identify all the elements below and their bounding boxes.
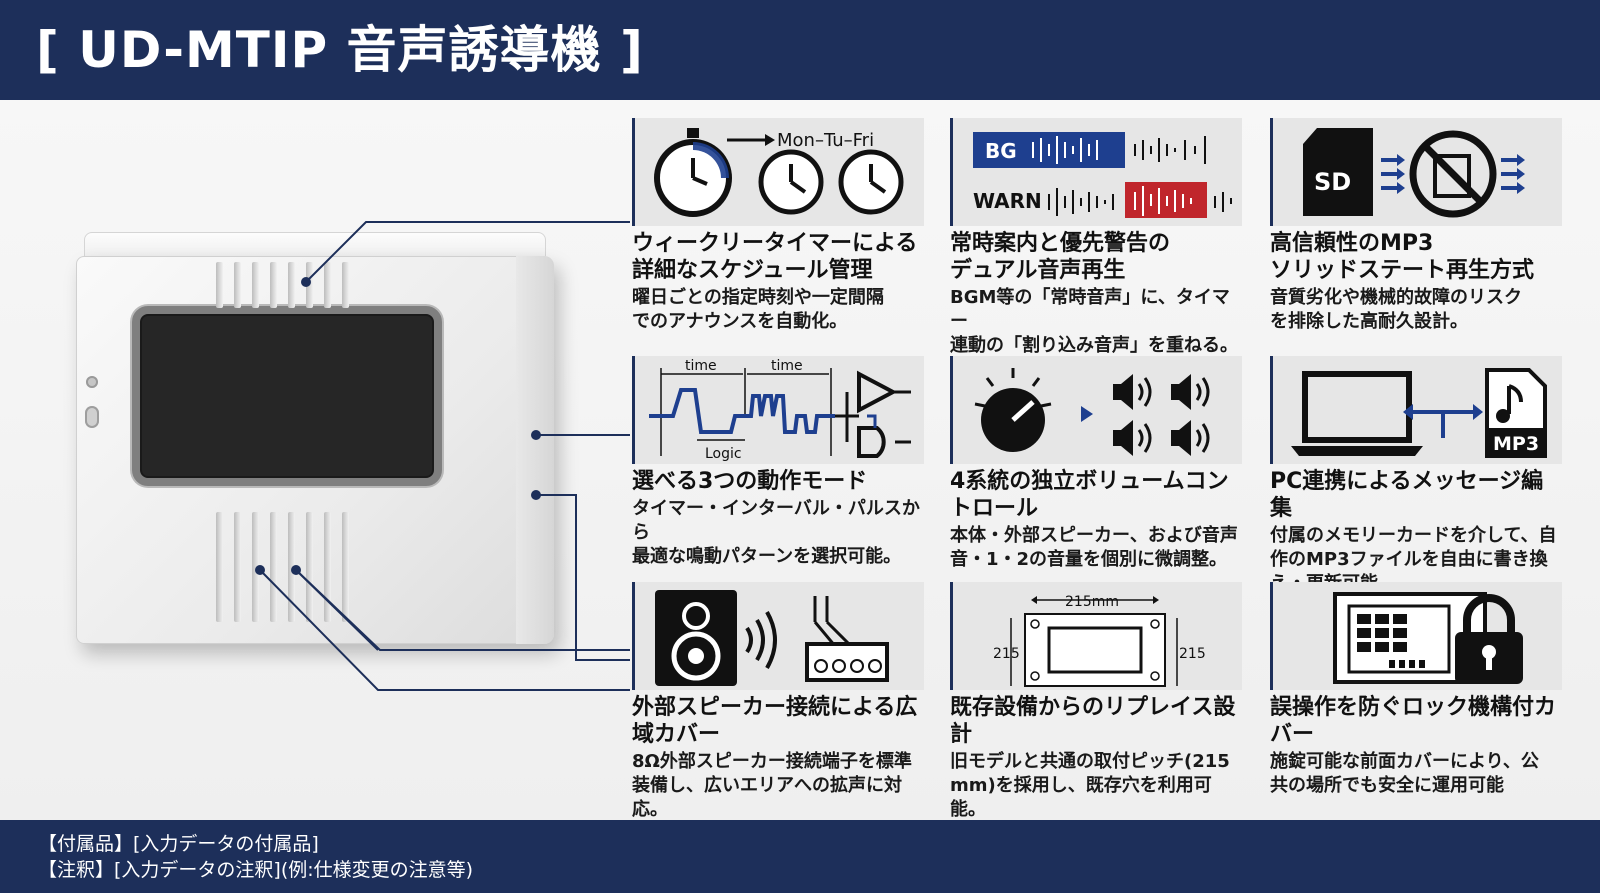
feature-title: 選べる3つの動作モード bbox=[632, 469, 868, 494]
device-front-panel bbox=[132, 306, 442, 486]
width-dimension: 215mm bbox=[1065, 594, 1119, 610]
logic-illustration: time time Logic bbox=[632, 356, 924, 464]
page-header: [ UD-MTIP 音声誘導機 ] bbox=[0, 0, 1600, 100]
days-label: Mon–Tu–Fri bbox=[777, 130, 874, 151]
accessories-note: 【付属品】[入力データの付属品] bbox=[38, 833, 319, 855]
feature-title: 誤操作を防ぐロック機構付カバー bbox=[1270, 695, 1557, 747]
sd-illustration: SD bbox=[1270, 118, 1562, 226]
left-dimension: 215 bbox=[993, 646, 1020, 662]
top-vent bbox=[216, 262, 223, 308]
speaker-illustration bbox=[632, 582, 924, 690]
warn-label: WARN bbox=[973, 189, 1042, 213]
feature-title: 既存設備からのリプレイス設計 bbox=[950, 695, 1236, 747]
feature-title: ウィークリータイマーによる 詳細なスケジュール管理 bbox=[632, 231, 918, 283]
feature-desc: 音質劣化や機械的故障のリスク を排除した高耐久設計。 bbox=[1270, 287, 1522, 332]
sd-label: SD bbox=[1314, 168, 1351, 196]
page-title: [ UD-MTIP 音声誘導機 ] bbox=[36, 21, 644, 79]
top-vent bbox=[270, 262, 277, 308]
feature-title: 常時案内と優先警告の デュアル音声再生 bbox=[950, 231, 1171, 283]
right-dimension: 215 bbox=[1179, 646, 1206, 662]
bg-label: BG bbox=[985, 139, 1017, 163]
speaker-vent bbox=[252, 512, 259, 622]
page-footer: 【付属品】[入力データの付属品] 【注釈】[入力データの注釈](例:仕様変更の注… bbox=[0, 820, 1600, 893]
feature-card-weekly-timer: Mon–Tu–Fri ウィークリータイマーによる 詳細なスケジュール管理 曜日ご… bbox=[632, 118, 924, 334]
speaker-cabinet-icon bbox=[655, 590, 889, 686]
logic-waveform-icon: time time Logic bbox=[649, 358, 911, 462]
pc-illustration: MP3 bbox=[1270, 356, 1562, 464]
top-vent bbox=[342, 262, 349, 308]
device-side bbox=[516, 256, 554, 644]
feature-card-operation-modes: time time Logic 選べる3つの動作モード タイマー・インターバル・… bbox=[632, 356, 924, 569]
speaker-icon bbox=[1113, 374, 1191, 456]
feature-title: PC連携によるメッセージ編集 bbox=[1270, 469, 1544, 521]
feature-card-external-speaker: 外部スピーカー接続による広域カバー 8Ω外部スピーカー接続端子を標準 装備し、広… bbox=[632, 582, 924, 822]
feature-card-lock-cover: 誤操作を防ぐロック機構付カバー 施錠可能な前面カバーにより、公 共の場所でも安全… bbox=[1270, 582, 1562, 798]
feature-card-pc-editing: MP3 PC連携によるメッセージ編集 付属のメモリーカードを介して、自 作のMP… bbox=[1270, 356, 1562, 596]
top-vent bbox=[252, 262, 259, 308]
feature-card-volume-control: 4系統の独立ボリュームコントロール 本体・外部スピーカー、および音声 音・1・2… bbox=[950, 356, 1242, 572]
feature-desc: 8Ω外部スピーカー接続端子を標準 装備し、広いエリアへの拡声に対応。 bbox=[632, 751, 912, 820]
lock-illustration bbox=[1270, 582, 1562, 690]
laptop-icon: MP3 bbox=[1291, 368, 1547, 458]
feature-desc: 本体・外部スピーカー、および音声 音・1・2の音量を個別に微調整。 bbox=[950, 525, 1238, 570]
feature-desc: BGM等の「常時音声」に、タイマー 連動の「割り込み音声」を重ねる。 bbox=[950, 287, 1238, 356]
time-label-2: time bbox=[771, 358, 803, 374]
speaker-vent bbox=[234, 512, 241, 622]
feature-desc: 曜日ごとの指定時刻や一定間隔 でのアナウンスを自動化。 bbox=[632, 287, 884, 332]
timer-illustration: Mon–Tu–Fri bbox=[632, 118, 924, 226]
card-slot bbox=[85, 406, 99, 428]
feature-title: 高信頼性のMP3 ソリッドステート再生方式 bbox=[1270, 231, 1535, 283]
feature-title: 4系統の独立ボリュームコントロール bbox=[950, 469, 1229, 521]
waveform-icon: BG WARN bbox=[973, 132, 1232, 218]
top-vent bbox=[324, 262, 331, 308]
top-vent bbox=[234, 262, 241, 308]
mp3-label: MP3 bbox=[1493, 433, 1539, 455]
callout-lines bbox=[255, 221, 630, 691]
status-led bbox=[86, 376, 98, 388]
speaker-vent bbox=[324, 512, 331, 622]
speaker-vent bbox=[306, 512, 313, 622]
main-stage: Mon–Tu–Fri ウィークリータイマーによる 詳細なスケジュール管理 曜日ご… bbox=[0, 100, 1600, 820]
top-vent bbox=[288, 262, 295, 308]
volume-knob-icon bbox=[974, 368, 1210, 456]
feature-title: 外部スピーカー接続による広域カバー bbox=[632, 695, 918, 747]
feature-desc: 施錠可能な前面カバーにより、公 共の場所でも安全に運用可能 bbox=[1270, 751, 1539, 796]
feature-desc: 旧モデルと共通の取付ピッチ(215 mm)を採用し、既存穴を利用可能。 bbox=[950, 751, 1230, 820]
sd-card-icon: SD bbox=[1303, 128, 1525, 218]
speaker-vent bbox=[270, 512, 277, 622]
feature-card-mp3-solid-state: SD 高信頼性のMP3 ソリッドステート再生方式 音質劣化や機械的故障のリスク … bbox=[1270, 118, 1562, 334]
mounting-plate-icon: 215mm 215 215 bbox=[993, 594, 1206, 687]
feature-card-dual-audio: BG WARN bbox=[950, 118, 1242, 358]
volume-illustration bbox=[950, 356, 1242, 464]
feature-card-replacement-design: 215mm 215 215 既存設備からのリプレイス設計 旧モデルと共通の取付ピ… bbox=[950, 582, 1242, 822]
feature-desc: タイマー・インターバル・パルスから 最適な鳴動パターンを選択可能。 bbox=[632, 498, 920, 567]
waveform-illustration: BG WARN bbox=[950, 118, 1242, 226]
annotation-note: 【注釈】[入力データの注釈](例:仕様変更の注意等) bbox=[38, 859, 474, 881]
logic-label: Logic bbox=[705, 446, 742, 462]
time-label-1: time bbox=[685, 358, 717, 374]
lock-icon bbox=[1333, 592, 1523, 684]
speaker-vent bbox=[342, 512, 349, 622]
stopwatch-icon: Mon–Tu–Fri bbox=[654, 128, 904, 217]
mount-plate-illustration: 215mm 215 215 bbox=[950, 582, 1242, 690]
feature-desc: 付属のメモリーカードを介して、自 作のMP3ファイルを自由に書き換 え・更新可能… bbox=[1270, 525, 1557, 594]
speaker-vent bbox=[216, 512, 223, 622]
speaker-vent bbox=[288, 512, 295, 622]
